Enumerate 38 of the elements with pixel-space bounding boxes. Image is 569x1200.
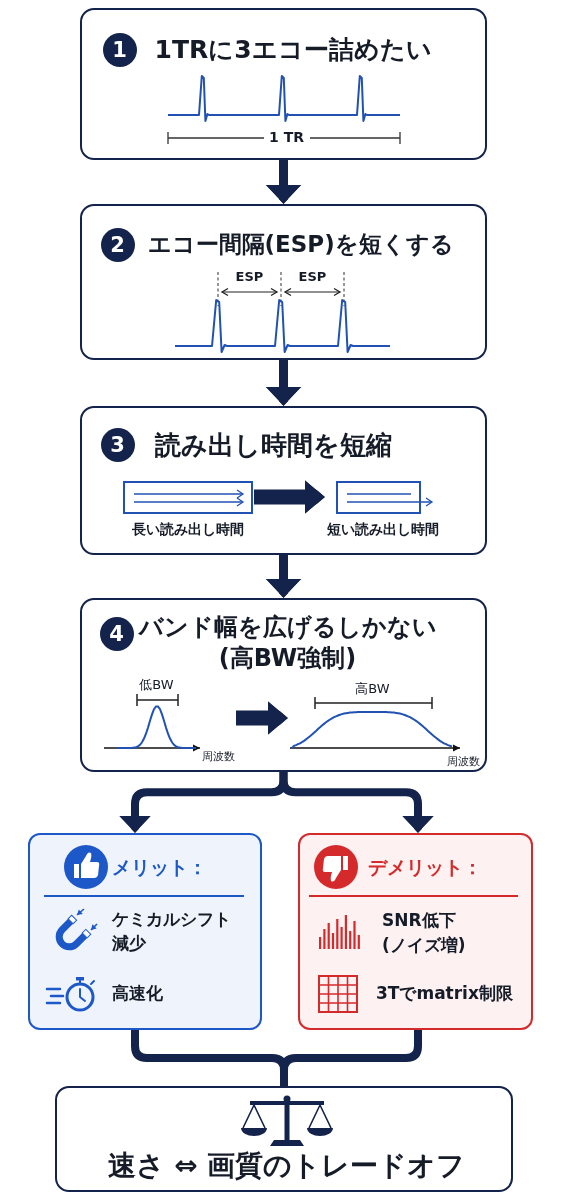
cons-panel [298, 833, 533, 1030]
list-item: 高速化 [112, 982, 163, 1004]
arrow [265, 160, 302, 204]
node-label: 短い読み出し時間 [326, 521, 439, 538]
panel-heading: デメリット： [368, 855, 482, 879]
list-item: SNR低下(ノイズ増) [382, 909, 467, 957]
result-text: 速さ ⇔ 画質のトレードオフ [107, 1148, 466, 1183]
arrow [265, 555, 302, 598]
process-box [80, 204, 487, 360]
arrow [265, 360, 302, 406]
step-number: 3 [100, 427, 135, 462]
list-item: ケミカルシフト減少 [112, 908, 232, 955]
panel-heading: メリット： [112, 855, 207, 879]
pros-panel [28, 833, 262, 1030]
axis-label: 周波数 [201, 749, 235, 764]
connector-line [280, 1030, 422, 1086]
step-number: 4 [99, 616, 134, 651]
axis-label: 周波数 [446, 754, 480, 769]
arrow [236, 701, 288, 735]
step-number: 2 [100, 227, 135, 262]
result-box [55, 1086, 513, 1192]
dimension-label: 1 TR [269, 129, 304, 146]
step-title: エコー間隔(ESP)を短くする [147, 230, 454, 259]
dimension-label: ESP [235, 268, 264, 285]
step-title: 読み出し時間を短縮 [154, 429, 392, 462]
process-box [80, 598, 487, 772]
bandwidth-label: 高BW [355, 680, 390, 697]
dimension-label: ESP [298, 268, 327, 285]
arrow [254, 480, 325, 514]
arrow [279, 772, 434, 833]
step-number: 1 [102, 32, 137, 67]
list-item: 3Tでmatrix制限 [376, 982, 513, 1004]
bandwidth-label: 低BW [139, 676, 174, 693]
process-box [80, 406, 487, 555]
node-label: 長い読み出し時間 [131, 521, 244, 538]
process-box [80, 8, 487, 160]
step-title: 1TRに3エコー詰めたい [154, 34, 432, 65]
step-title: バンド幅を広げるしかない(高BW強制) [137, 611, 438, 675]
